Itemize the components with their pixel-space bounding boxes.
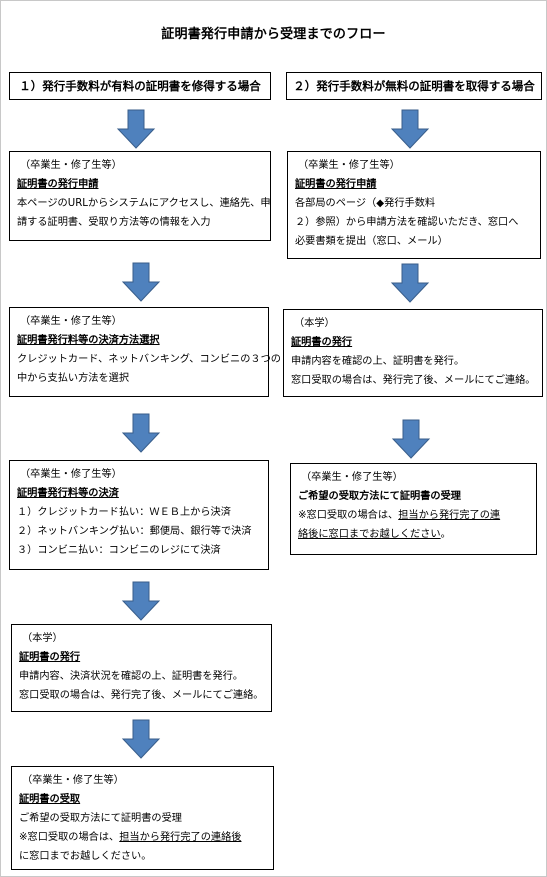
step-text-line: 必要書類を提出（窓口、メール） (295, 236, 448, 247)
step-text-line: 申請内容、決済状況を確認の上、証明書を発行。 (19, 671, 244, 682)
step-heading: 証明書発行料等の決済 (17, 488, 119, 499)
arrow-shape (121, 413, 161, 453)
note-line-end: に窓口までお越しください。 (19, 851, 152, 862)
note-line: ※窓口受取の場合は、担当から発行完了の連絡後 (19, 828, 267, 847)
step-text-line: ご希望の受取方法にて証明書の受理 (19, 813, 182, 824)
note-line-end: 絡後に窓口までお越しください。 (298, 525, 530, 544)
arrow-shape (390, 109, 430, 149)
note-underlined-text: 絡後に窓口までお越しください (298, 529, 441, 540)
note-text: 。 (440, 529, 451, 540)
note-underlined-text: 担当から発行完了の連絡後 (119, 832, 242, 843)
category-label: （卒業生・修了生等） (22, 775, 124, 786)
category-label: （本学） (294, 318, 335, 329)
category-label: （本学） (22, 633, 63, 644)
right-column-header: ２）発行手数料が無料の証明書を取得する場合 (286, 72, 542, 100)
step-heading: 証明書の発行 (19, 652, 81, 663)
note-text: ※窓口受取の場合は、 (19, 832, 120, 843)
arrow-shape (116, 109, 156, 149)
step-heading: ご希望の受取方法にて証明書の受理 (298, 491, 461, 502)
category-label: （卒業生・修了生等） (20, 316, 122, 327)
right-step3-box: （卒業生・修了生等） ご希望の受取方法にて証明書の受理 ※窓口受取の場合は、担当… (290, 463, 537, 555)
category-label: （卒業生・修了生等） (20, 469, 122, 480)
step-text-line: 請する証明書、受取り方法等の情報を入力 (17, 217, 211, 228)
category-label: （卒業生・修了生等） (298, 160, 400, 171)
step-text-line: 各部局のページ（◆発行手数料 (295, 198, 436, 209)
left-step4-box: （本学） 証明書の発行 申請内容、決済状況を確認の上、証明書を発行。 窓口受取の… (11, 624, 272, 712)
category-label: （卒業生・修了生等） (301, 472, 403, 483)
right-step1-box: （卒業生・修了生等） 証明書の発行申請 各部局のページ（◆発行手数料 ２）参照）… (287, 151, 541, 259)
left-step5-box: （卒業生・修了生等） 証明書の受取 ご希望の受取方法にて証明書の受理 ※窓口受取… (11, 766, 274, 870)
arrow-shape (121, 719, 161, 759)
step-text-line: ２）ネットバンキング払い：郵便局、銀行等で決済 (17, 526, 252, 537)
arrow-down-icon (391, 419, 431, 459)
arrow-down-icon (116, 109, 156, 149)
arrow-down-icon (390, 263, 430, 303)
page-title: 証明書発行申請から受理までのフロー (161, 27, 386, 42)
arrow-shape (390, 263, 430, 303)
arrow-shape (121, 581, 161, 621)
step-heading: 証明書の発行 (291, 337, 353, 348)
arrow-down-icon (390, 109, 430, 149)
step-text-line: 窓口受取の場合は、発行完了後、メールにてご連絡。 (291, 375, 536, 386)
arrow-down-icon (121, 719, 161, 759)
category-label: （卒業生・修了生等） (20, 160, 122, 171)
arrow-down-icon (121, 262, 161, 302)
step-heading: 証明書の発行申請 (295, 179, 377, 190)
step-heading: 証明書の受取 (19, 794, 81, 805)
right-step2-box: （本学） 証明書の発行 申請内容を確認の上、証明書を発行。 窓口受取の場合は、発… (283, 309, 543, 397)
step-text-line: ３）コンビニ払い：コンビニのレジにて決済 (17, 545, 221, 556)
step-text-line: ２）参照）から申請方法を確認いただき、窓口へ (295, 217, 519, 228)
step-heading: 証明書の発行申請 (17, 179, 99, 190)
arrow-down-icon (121, 413, 161, 453)
step-heading: 証明書発行料等の決済方法選択 (17, 335, 160, 346)
step-text-line: １）クレジットカード払い：ＷＥＢ上から決済 (17, 507, 231, 518)
left-step1-box: （卒業生・修了生等） 証明書の発行申請 本ページのURLからシステムにアクセスし… (9, 151, 271, 241)
note-line: ※窓口受取の場合は、担当から発行完了の連 (298, 506, 530, 525)
note-text: ※窓口受取の場合は、 (298, 510, 399, 521)
step-text-line: 申請内容を確認の上、証明書を発行。 (291, 356, 465, 367)
left-step2-box: （卒業生・修了生等） 証明書発行料等の決済方法選択 クレジットカード、ネットバン… (9, 307, 281, 397)
step-text-line: 中から支払い方法を選択 (17, 373, 130, 384)
left-step3-box: （卒業生・修了生等） 証明書発行料等の決済 １）クレジットカード払い：ＷＥＢ上か… (9, 460, 269, 570)
arrow-down-icon (121, 581, 161, 621)
step-text-line: 窓口受取の場合は、発行完了後、メールにてご連絡。 (19, 690, 264, 701)
step-text-line: 本ページのURLからシステムにアクセスし、連絡先、申 (17, 198, 271, 209)
step-text-line: クレジットカード、ネットバンキング、コンビニの３つの (17, 354, 281, 365)
arrow-shape (391, 419, 431, 459)
left-column-header: １）発行手数料が有料の証明書を修得する場合 (9, 72, 271, 100)
arrow-shape (121, 262, 161, 302)
note-underlined-text: 担当から発行完了の連 (398, 510, 501, 521)
